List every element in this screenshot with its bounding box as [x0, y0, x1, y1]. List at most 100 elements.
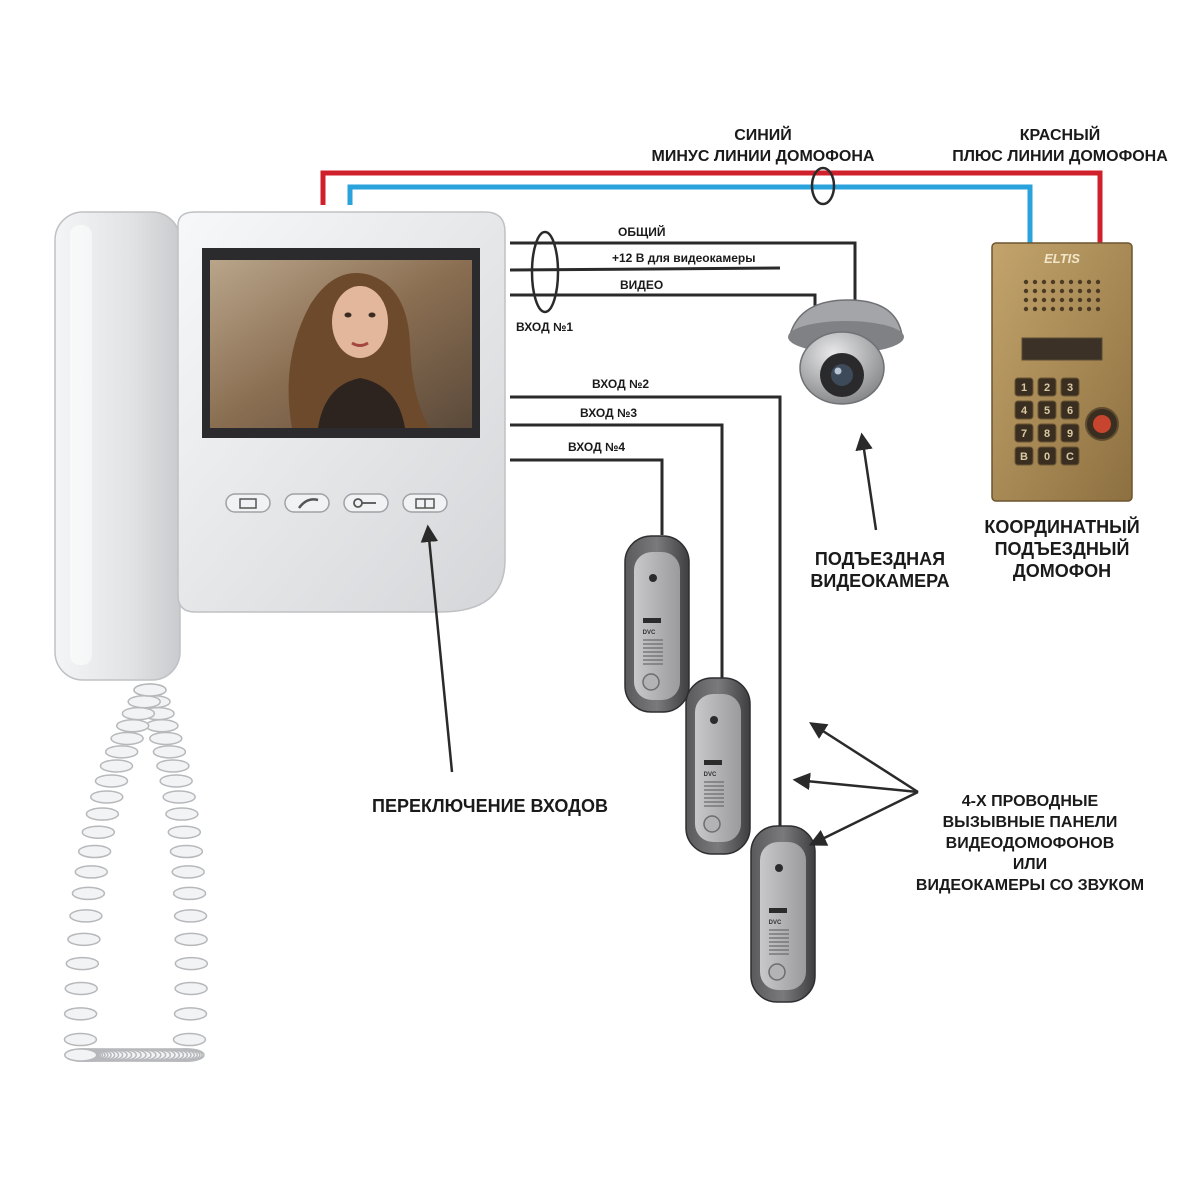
- call-panel-brand: DVC: [643, 630, 656, 636]
- wire-input2: [510, 395, 782, 830]
- camera-lens-icon: [775, 864, 783, 872]
- keypad-key[interactable]: [1014, 423, 1034, 443]
- dome-camera: [788, 299, 904, 405]
- wire-input4: [510, 458, 664, 535]
- grille-hole: [1041, 279, 1047, 285]
- call-button[interactable]: [642, 673, 660, 691]
- grille-hole: [1050, 279, 1056, 285]
- grille-hole: [1068, 297, 1074, 303]
- keypad-key[interactable]: [1014, 377, 1034, 397]
- call-panels: DVC DVC DVC: [624, 535, 816, 1003]
- keypad-key[interactable]: [1037, 423, 1057, 443]
- cord-coil: [173, 1007, 208, 1021]
- keypad-key[interactable]: [1060, 446, 1080, 466]
- call-panel-3: DVC: [750, 825, 816, 1003]
- keypad-key[interactable]: [1060, 377, 1080, 397]
- cord-coil: [149, 731, 183, 746]
- wire-common: [510, 241, 857, 300]
- keypad-key-label: 2: [1044, 382, 1050, 394]
- grille-hole: [1059, 306, 1065, 312]
- intercom-brand: ELTIS: [1044, 251, 1080, 266]
- label-red-bottom: ПЛЮС ЛИНИИ ДОМОФОНА: [952, 148, 1168, 165]
- call-button[interactable]: [703, 815, 721, 833]
- cord-coil: [152, 745, 187, 759]
- intercom-display: [1021, 337, 1103, 361]
- keypad-key[interactable]: [1037, 400, 1057, 420]
- grille-hole: [1095, 288, 1101, 294]
- cord-coil: [174, 981, 208, 996]
- grille-hole: [1095, 297, 1101, 303]
- cord-coil: [169, 844, 204, 859]
- grille-hole: [1068, 306, 1074, 312]
- call-panel-face: [760, 842, 806, 990]
- grille-hole: [1077, 288, 1083, 294]
- grille-hole: [1095, 279, 1101, 285]
- grille-hole: [1023, 306, 1029, 312]
- cord-coil: [156, 759, 190, 773]
- keypad-key[interactable]: [1014, 446, 1034, 466]
- cord-coil: [165, 807, 199, 821]
- grille-hole: [1032, 297, 1038, 303]
- keypad-key[interactable]: [1037, 377, 1057, 397]
- keypad-key[interactable]: [1060, 423, 1080, 443]
- grille-hole: [1050, 288, 1056, 294]
- grille-hole: [1077, 279, 1083, 285]
- keypad-key-label: 0: [1044, 451, 1050, 463]
- call-panel-2: DVC: [685, 677, 751, 855]
- keypad-key-label: 7: [1021, 428, 1027, 440]
- call-panel-brand: DVC: [769, 920, 782, 926]
- grille-hole: [1041, 288, 1047, 294]
- cord-coil: [94, 774, 129, 788]
- monitor-icon[interactable]: [225, 493, 271, 513]
- keypad-key-label: 6: [1067, 405, 1073, 417]
- cord-coil: [69, 909, 103, 923]
- cord-coil: [63, 1048, 98, 1062]
- arrows: [420, 432, 919, 846]
- call-panel-face: [634, 552, 680, 700]
- grille-hole: [1050, 306, 1056, 312]
- cord-coil: [67, 932, 101, 947]
- label-camera-line2: ВИДЕОКАМЕРА: [810, 571, 949, 591]
- wire-input3: [510, 423, 724, 680]
- cord-coil: [171, 865, 205, 879]
- camera-lens-icon: [649, 574, 657, 582]
- call-button[interactable]: [768, 963, 786, 981]
- monitor-buttons: [225, 493, 448, 513]
- keypad-key[interactable]: [1037, 446, 1057, 466]
- grille-hole: [1023, 288, 1029, 294]
- cord-coil: [162, 790, 196, 804]
- speaker-grille: [1023, 279, 1101, 312]
- grille-hole: [1032, 306, 1038, 312]
- cord-coil: [145, 719, 179, 733]
- keypad-key-label: В: [1020, 451, 1028, 463]
- label-input1: ВХОД №1: [516, 320, 573, 334]
- keypad-key[interactable]: [1014, 400, 1034, 420]
- grille-hole: [1032, 288, 1038, 294]
- arrow-panel-1: [809, 722, 919, 794]
- grille-hole: [1041, 297, 1047, 303]
- keypad-key-label: 4: [1021, 405, 1028, 417]
- keypad-key[interactable]: [1060, 400, 1080, 420]
- wire-video: [510, 293, 817, 310]
- cord-coil: [172, 1032, 207, 1047]
- grille-hole: [1077, 306, 1083, 312]
- grille-hole: [1059, 279, 1065, 285]
- grille-hole: [1086, 297, 1092, 303]
- keypad-key-label: 8: [1044, 428, 1050, 440]
- video-monitor: [54, 211, 506, 681]
- cord-coil: [174, 932, 208, 947]
- cord-coil: [115, 719, 150, 733]
- grille-hole: [1068, 279, 1074, 285]
- cord-coil: [104, 745, 139, 759]
- handset-icon[interactable]: [284, 493, 330, 513]
- cord-coil: [173, 909, 208, 923]
- cord-coil: [63, 1032, 98, 1047]
- cord-coil: [159, 774, 193, 788]
- wire-bundle-ring-top: [810, 166, 836, 206]
- cord-coil: [172, 886, 207, 901]
- wire-bundle-ring-input1: [530, 230, 560, 314]
- arrow-panel-2: [792, 772, 919, 794]
- cord-coil: [63, 1007, 98, 1021]
